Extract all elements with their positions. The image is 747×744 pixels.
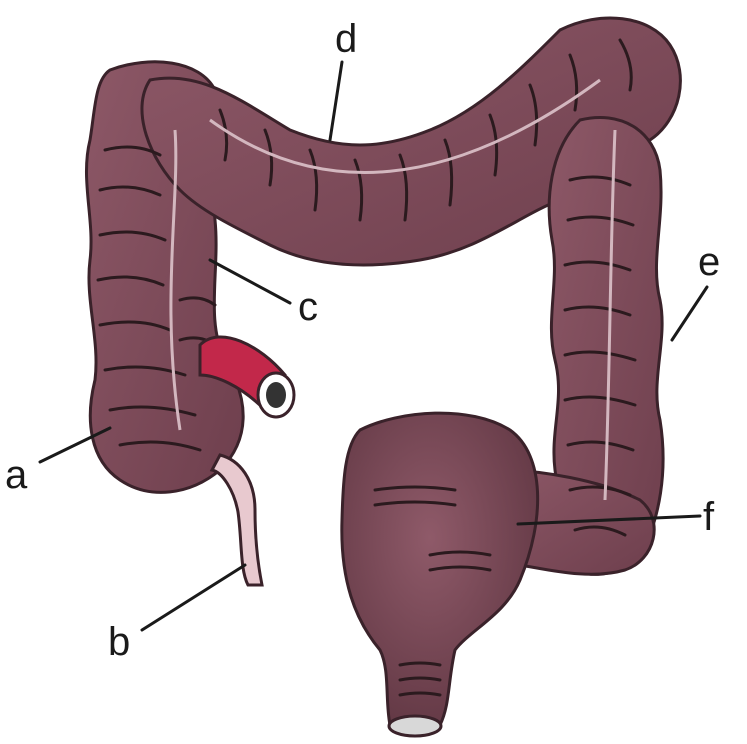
label-a: a bbox=[5, 453, 28, 497]
leader-e bbox=[672, 287, 707, 340]
label-d: d bbox=[335, 17, 357, 61]
label-c: c bbox=[298, 285, 318, 329]
colon-body bbox=[86, 18, 680, 736]
leader-c bbox=[210, 260, 290, 303]
label-e: e bbox=[698, 240, 720, 284]
label-b: b bbox=[108, 620, 130, 664]
leader-d bbox=[330, 62, 342, 140]
appendix bbox=[212, 455, 262, 585]
label-f: f bbox=[703, 495, 715, 539]
leader-b bbox=[142, 565, 245, 630]
anal-opening bbox=[389, 716, 441, 736]
